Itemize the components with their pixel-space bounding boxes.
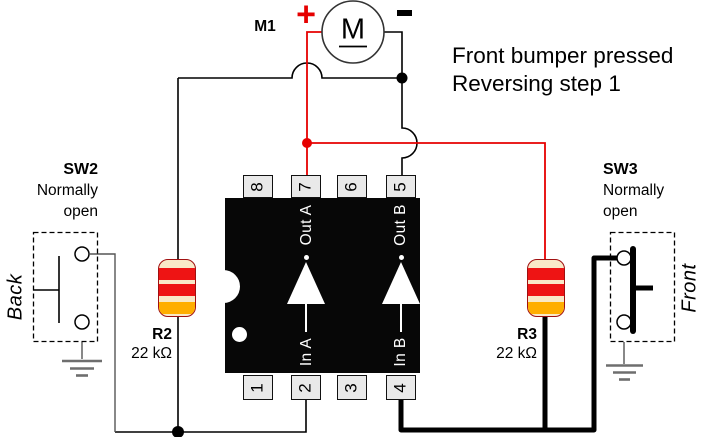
plus-terminal-label: +: [296, 0, 316, 34]
annotation: Front bumper pressed Reversing step 1: [452, 42, 673, 98]
pin-7: 7: [291, 175, 321, 198]
r2-value: 22 kΩ: [131, 345, 172, 362]
ground-icon-sw3: [606, 364, 643, 381]
buffer-b-icon: [382, 262, 420, 304]
r3-band-red-1: [528, 268, 564, 280]
annotation-line-2: Reversing step 1: [452, 71, 621, 96]
wire-bottom-rail-left: [115, 400, 307, 433]
r2-name: R2: [152, 326, 172, 343]
pin-2: 2: [291, 375, 321, 400]
wire-motor-plus-to-pin7: [306, 31, 322, 176]
pin-5: 5: [386, 175, 416, 198]
resistor-r2: [158, 259, 196, 317]
r3-band-orange: [528, 302, 564, 314]
annotation-line-1: Front bumper pressed: [452, 43, 674, 68]
r2-band-red-2: [159, 284, 195, 296]
pin-8: 8: [243, 175, 273, 198]
sw2-note-line1: Normally: [36, 182, 98, 199]
sw3-contact-bottom-icon: [616, 314, 632, 330]
wire-pin7-to-r3: [307, 142, 546, 261]
junction-dot-motor-minus: [396, 72, 408, 84]
sw2-contact-bottom-icon: [74, 314, 90, 330]
wire-sw2-to-rail: [90, 253, 116, 432]
buffer-b-bubble-icon: [398, 255, 404, 260]
pin-4: 4: [386, 375, 416, 400]
buffer-b-input-lead: [400, 303, 402, 332]
r3-value: 22 kΩ: [496, 345, 537, 362]
buffer-a-input-lead: [305, 303, 307, 332]
sw2-name: SW2: [63, 161, 98, 178]
r3-name: R3: [517, 326, 537, 343]
r2-band-orange: [159, 302, 195, 314]
label-out-a: Out A: [298, 204, 315, 246]
pin1-marker-icon: [232, 327, 247, 342]
r3-band-red-2: [528, 284, 564, 296]
buffer-a-bubble-icon: [303, 255, 309, 260]
motor-letter: M: [340, 13, 366, 46]
wire-motor-minus-to-pin5: [384, 31, 418, 176]
motor-name: M1: [254, 18, 276, 35]
resistor-r3: [527, 259, 565, 317]
pin-3: 3: [337, 375, 367, 400]
pin-1: 1: [243, 375, 273, 400]
sw3-name: SW3: [603, 161, 638, 178]
label-out-b: Out B: [392, 204, 409, 246]
label-in-a: In A: [298, 337, 315, 367]
label-in-b: In B: [392, 337, 409, 367]
sw2-contact-top-icon: [74, 246, 90, 262]
sw2-enclosure: [32, 231, 99, 343]
sw3-contact-top-icon: [616, 250, 632, 266]
pin-6: 6: [337, 175, 367, 198]
minus-terminal-label: −: [397, 10, 412, 16]
direction-back-label: Back: [4, 273, 27, 321]
wire-motor-top-rail: [178, 62, 402, 79]
direction-front-label: Front: [678, 263, 701, 313]
sw2-note-line2: open: [63, 203, 98, 220]
sw3-note-line2: open: [603, 203, 638, 220]
r2-band-red-1: [159, 268, 195, 280]
motor-circle: [321, 0, 385, 64]
sw3-enclosure: [609, 231, 676, 343]
junction-dot-bottom-rail: [172, 426, 184, 437]
sw3-note-line1: Normally: [603, 182, 665, 199]
wire-pin4-to-sw3-thick: [398, 255, 617, 433]
buffer-a-icon: [287, 262, 325, 304]
chip-notch-icon: [207, 270, 240, 303]
ground-icon-sw2: [62, 359, 102, 377]
junction-dot-red: [302, 138, 312, 148]
